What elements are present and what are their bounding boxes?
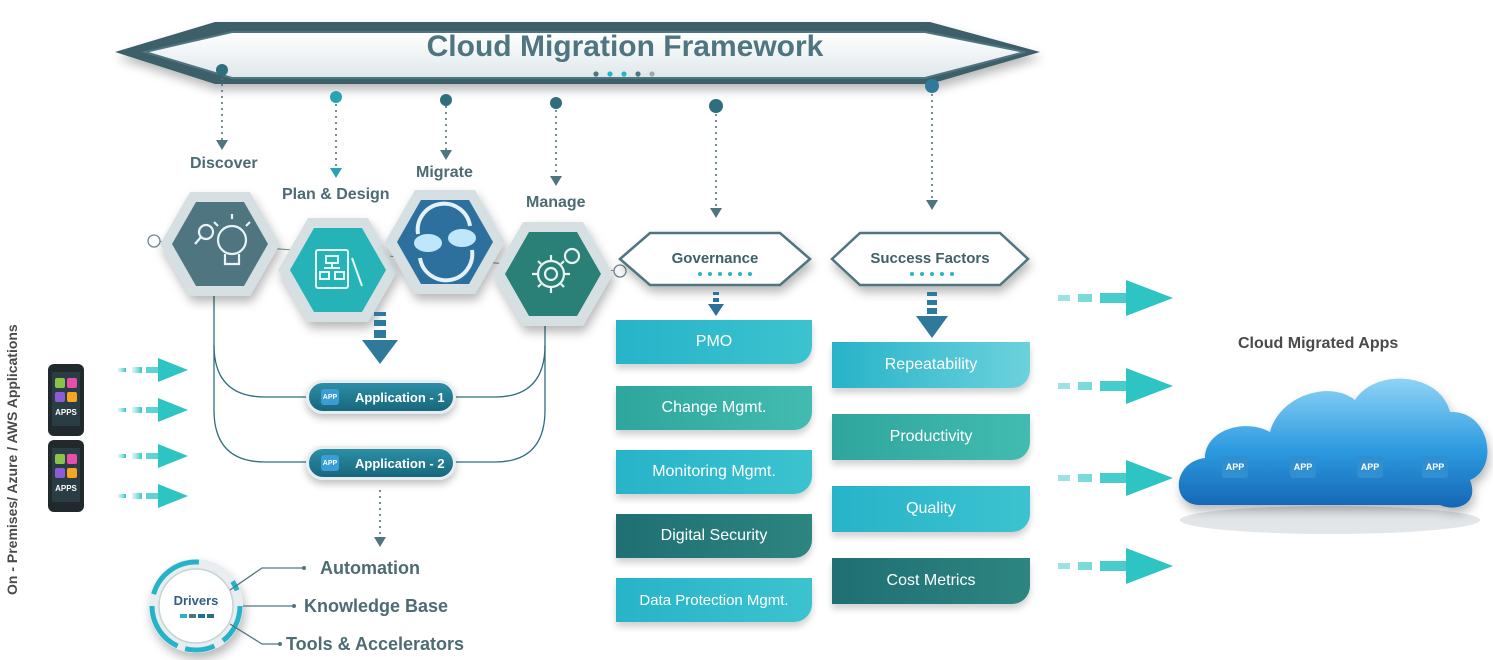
app-icon: APP xyxy=(1290,456,1316,478)
phone-apps-label: APPS xyxy=(55,408,77,417)
stage-label-discover: Discover xyxy=(190,155,258,172)
governance-item: Data Protection Mgmt. xyxy=(616,578,812,622)
hexagon-plan xyxy=(278,218,398,322)
hexagon-discover xyxy=(160,192,280,296)
framework-banner xyxy=(115,22,1040,84)
source-arrows xyxy=(118,358,188,508)
phone-icon: APPS xyxy=(48,440,84,512)
plan-down-arrow xyxy=(362,312,398,364)
source-label: On - Premises/ Azure / AWS Applications xyxy=(4,324,20,595)
cloud-icon xyxy=(1178,378,1488,508)
cloud-sync-icon xyxy=(414,201,476,283)
stage-label-migrate: Migrate xyxy=(416,164,473,181)
driver-automation: Automation xyxy=(320,558,420,578)
drivers-ring xyxy=(149,559,243,653)
application-label: Application - 2 xyxy=(355,455,445,471)
success-factor-item: Repeatability xyxy=(832,342,1030,388)
stage-label-manage: Manage xyxy=(526,194,586,211)
stage-connectors xyxy=(221,72,933,208)
success-factor-item: Productivity xyxy=(832,414,1030,460)
success-down-arrow xyxy=(916,292,948,338)
governance-title: Governance xyxy=(671,250,759,267)
gears-icon xyxy=(532,247,581,293)
drivers-bar-icon xyxy=(180,614,214,618)
hexagon-manage xyxy=(493,222,613,326)
lightbulb-icon xyxy=(194,214,251,266)
cloud-migrated-apps-label: Cloud Migrated Apps xyxy=(1238,335,1399,352)
governance-item: Digital Security xyxy=(616,514,812,558)
driver-knowledge-base: Knowledge Base xyxy=(304,596,449,616)
banner-dots-icon xyxy=(593,71,655,77)
drivers-label: Drivers xyxy=(173,593,219,608)
governance-item: Monitoring Mgmt. xyxy=(616,450,812,494)
governance-item: Change Mgmt. xyxy=(616,386,812,430)
page-title: Cloud Migration Framework xyxy=(426,30,824,63)
flowchart-icon xyxy=(315,249,363,289)
phone-icon: APPS xyxy=(48,364,84,436)
application-label: Application - 1 xyxy=(355,389,445,405)
stage-label-plan-design: Plan & Design xyxy=(282,186,390,203)
cloud-arrows xyxy=(1058,280,1173,584)
success-banner xyxy=(830,231,1030,287)
application-pill-2: APP Application - 2 xyxy=(306,446,456,480)
success-factors-title: Success Factors xyxy=(870,250,990,267)
app-icon: APP xyxy=(1422,456,1448,478)
app-icon: APP xyxy=(321,455,339,471)
driver-tools-accelerators: Tools & Accelerators xyxy=(286,634,465,654)
phone-apps-label: APPS xyxy=(55,484,77,493)
success-factor-item: Quality xyxy=(832,486,1030,532)
app-icon: APP xyxy=(1222,456,1248,478)
governance-down-arrow xyxy=(708,292,724,316)
app-icon: APP xyxy=(321,389,339,405)
application-pill-1: APP Application - 1 xyxy=(306,380,456,414)
governance-item: PMO xyxy=(616,320,812,364)
drivers-links xyxy=(229,567,304,645)
app-icon: APP xyxy=(1357,456,1383,478)
success-factor-item: Cost Metrics xyxy=(832,558,1030,604)
governance-banner xyxy=(618,231,812,287)
